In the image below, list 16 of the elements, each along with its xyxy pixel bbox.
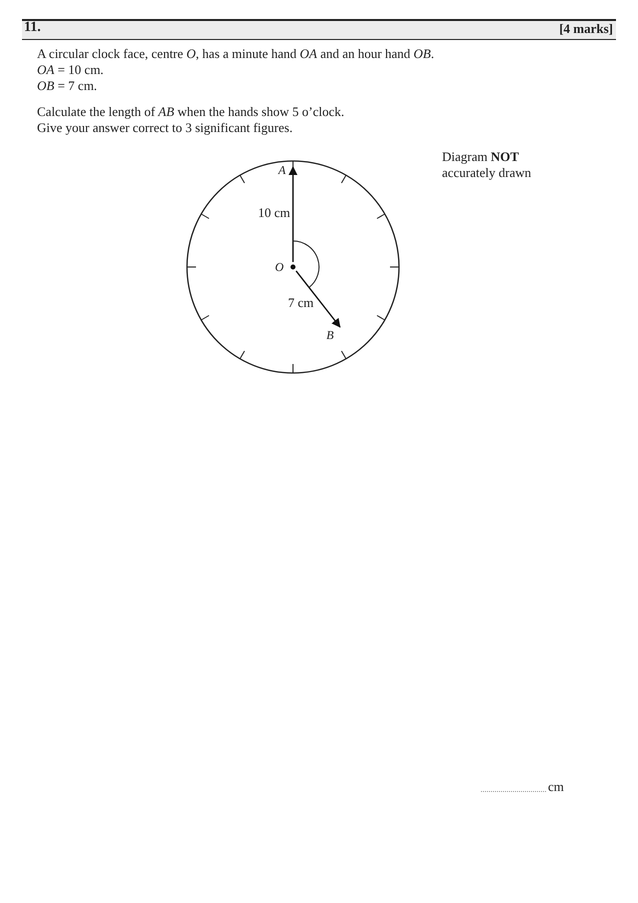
given-length: OA = 10 cm. — [37, 62, 104, 78]
point-label: B — [323, 327, 337, 343]
question-text: Calculate the length of AB when the hands show 5 o’clock. — [37, 104, 344, 120]
marks-label: [4 marks] — [559, 21, 613, 37]
edge-label: 7 cm — [288, 295, 314, 311]
clock-hand-arrow — [288, 166, 298, 262]
point-label: A — [275, 162, 289, 178]
given-length: OB = 7 cm. — [37, 78, 98, 94]
instruction-text: Give your answer correct to 3 significant figures. — [37, 120, 293, 136]
diagram-note: Diagram NOT accurately drawn — [442, 149, 532, 181]
question-number: 11. — [24, 20, 41, 36]
edge-label: 10 cm — [258, 205, 290, 221]
question-text: A circular clock face, centre O, has a minute hand OA and an hour hand OB. — [37, 46, 434, 62]
clock-hand-arrow — [296, 270, 341, 328]
centre-point: O — [275, 259, 296, 275]
unit-label: cm — [548, 779, 564, 795]
